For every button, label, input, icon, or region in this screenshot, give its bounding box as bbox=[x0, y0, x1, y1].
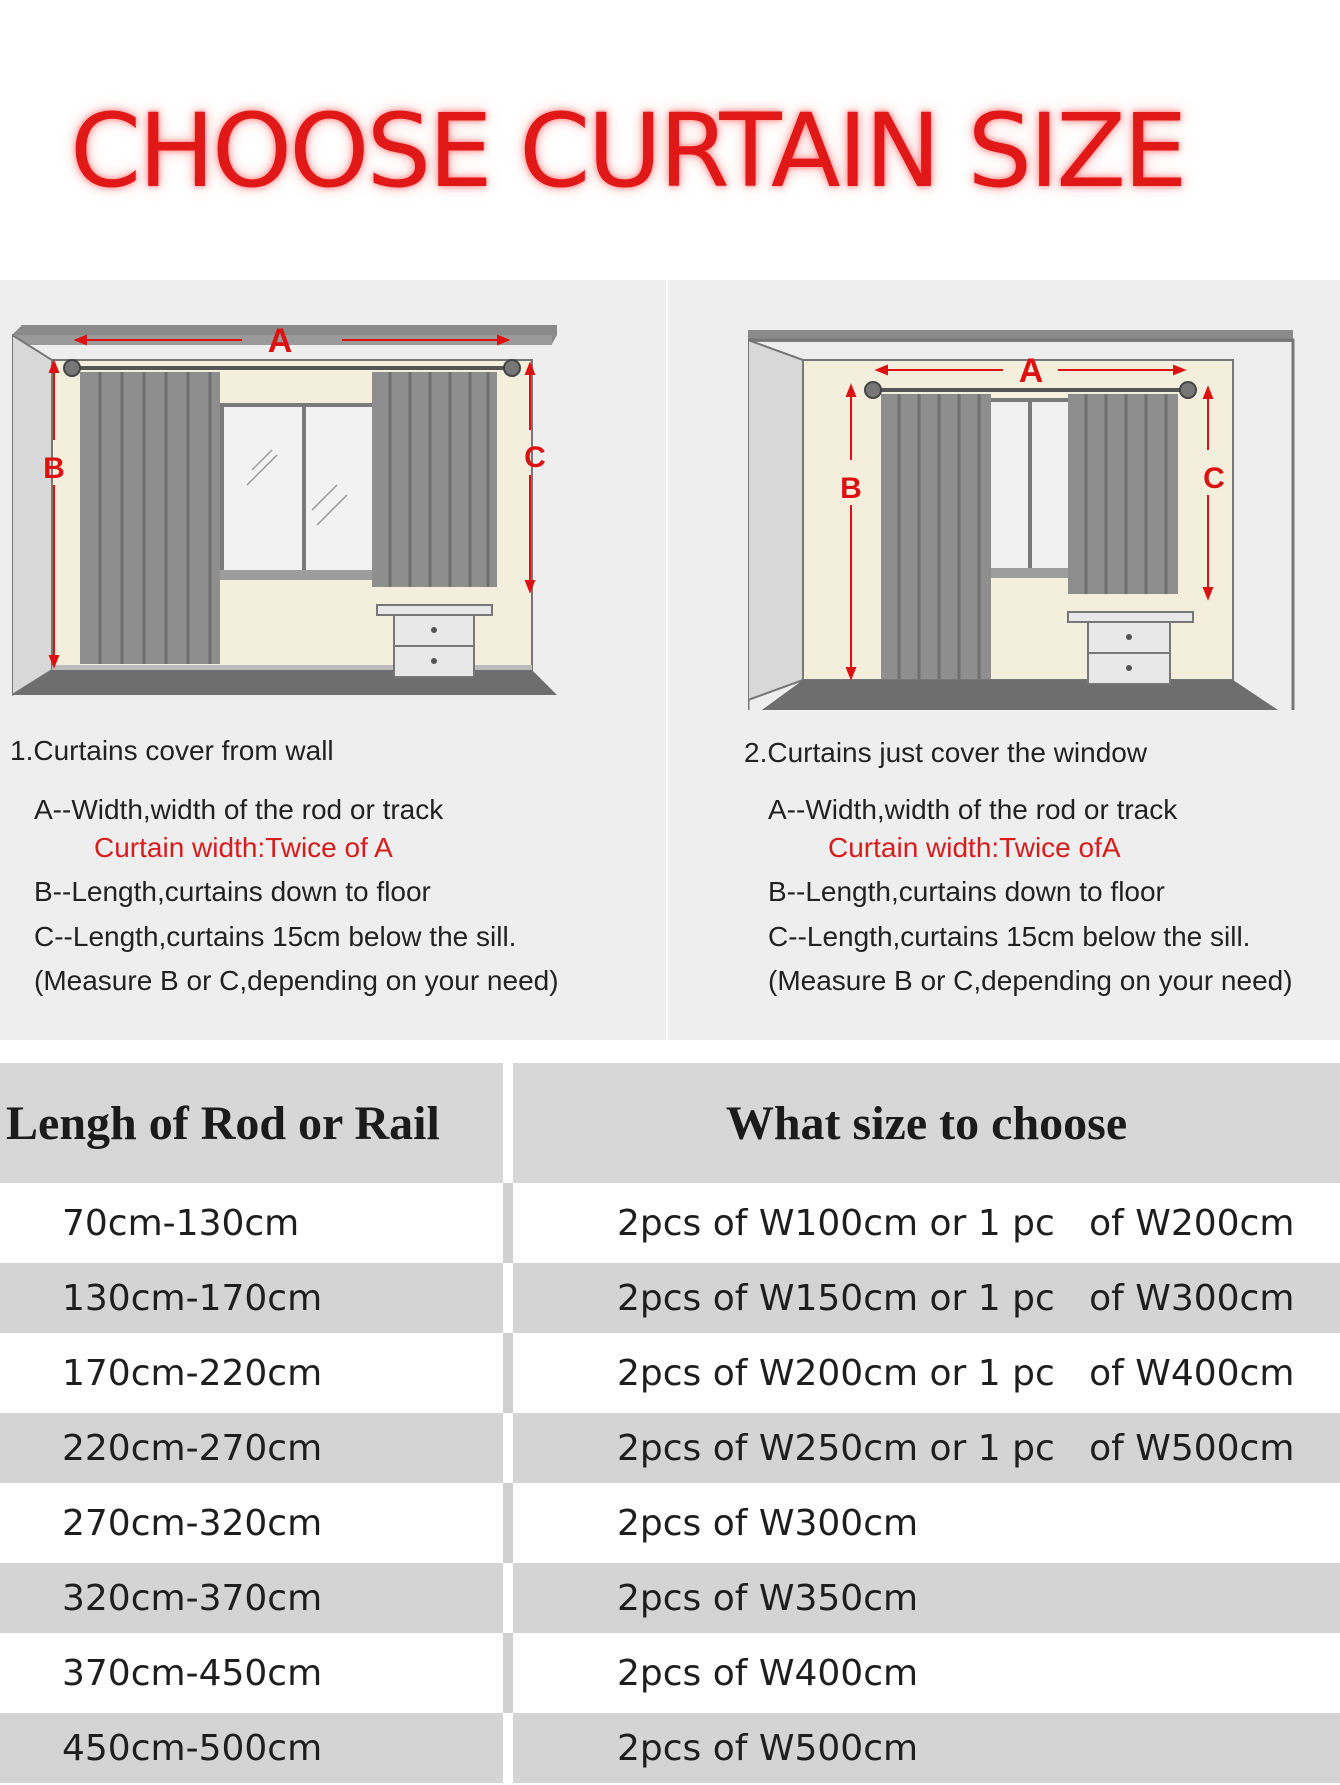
length-b-line: B--Length,curtains down to floor bbox=[34, 876, 431, 907]
size-choice-cell: 2pcs of W250cm or 1 pc of W500cm bbox=[508, 1413, 1340, 1483]
width-line: A--Width,width of the rod or track bbox=[768, 794, 1178, 825]
measure-note: (Measure B or C,depending on your need) bbox=[34, 965, 559, 996]
size-choice-cell: 2pcs of W300cm bbox=[508, 1483, 1340, 1563]
table-row: 170cm-220cm 2pcs of W200cm or 1 pc of W4… bbox=[0, 1333, 1340, 1413]
option-panel-wall: A B C 1.Curtains cover from wall A--Widt… bbox=[0, 280, 666, 1040]
label-b: B bbox=[43, 452, 65, 485]
table-row: 450cm-500cm 2pcs of W500cm bbox=[0, 1713, 1340, 1783]
rod-length-cell: 70cm-130cm bbox=[0, 1183, 513, 1263]
rod-length-cell: 270cm-320cm bbox=[0, 1483, 513, 1563]
table-row: 320cm-370cm 2pcs of W350cm bbox=[0, 1563, 1340, 1633]
size-table: Lengh of Rod or Rail What size to choose… bbox=[0, 1063, 1340, 1783]
rod-length-cell: 450cm-500cm bbox=[0, 1713, 513, 1783]
option-panel-window: A B C 2.Curtains just cover the window A… bbox=[666, 280, 1340, 1040]
table-row: 130cm-170cm 2pcs of W150cm or 1 pc of W3… bbox=[0, 1263, 1340, 1333]
table-row: 270cm-320cm 2pcs of W300cm bbox=[0, 1483, 1340, 1563]
label-c: C bbox=[1203, 462, 1225, 495]
header-size-choice: What size to choose bbox=[508, 1063, 1340, 1183]
width-note: Curtain width:Twice of A bbox=[94, 832, 393, 863]
table-row: 220cm-270cm 2pcs of W250cm or 1 pc of W5… bbox=[0, 1413, 1340, 1483]
rod-length-cell: 170cm-220cm bbox=[0, 1333, 513, 1413]
length-b-line: B--Length,curtains down to floor bbox=[768, 876, 1165, 907]
measure-note: (Measure B or C,depending on your need) bbox=[768, 965, 1293, 996]
size-choice-cell: 2pcs of W200cm or 1 pc of W400cm bbox=[508, 1333, 1340, 1413]
rod-length-cell: 370cm-450cm bbox=[0, 1633, 513, 1713]
option-heading: 1.Curtains cover from wall bbox=[10, 735, 334, 766]
size-choice-cell: 2pcs of W100cm or 1 pc of W200cm bbox=[508, 1183, 1340, 1263]
header-rod-length: Lengh of Rod or Rail bbox=[0, 1063, 513, 1183]
table-row: 370cm-450cm 2pcs of W400cm bbox=[0, 1633, 1340, 1713]
table-row: 70cm-130cm 2pcs of W100cm or 1 pc of W20… bbox=[0, 1183, 1340, 1263]
label-c: C bbox=[524, 441, 546, 474]
page-title: CHOOSE CURTAIN SIZE bbox=[70, 92, 1188, 211]
label-a: A bbox=[268, 322, 293, 360]
width-note: Curtain width:Twice ofA bbox=[828, 832, 1121, 863]
rod-length-cell: 130cm-170cm bbox=[0, 1263, 513, 1333]
length-c-line: C--Length,curtains 15cm below the sill. bbox=[34, 921, 517, 952]
option-heading: 2.Curtains just cover the window bbox=[744, 737, 1148, 768]
window-curtain-diagram: A B C bbox=[748, 330, 1295, 710]
size-choice-cell: 2pcs of W500cm bbox=[508, 1713, 1340, 1783]
size-choice-cell: 2pcs of W350cm bbox=[508, 1563, 1340, 1633]
size-choice-cell: 2pcs of W400cm bbox=[508, 1633, 1340, 1713]
table-header-row: Lengh of Rod or Rail What size to choose bbox=[0, 1063, 1340, 1183]
length-c-line: C--Length,curtains 15cm below the sill. bbox=[768, 921, 1251, 952]
label-a: A bbox=[1019, 352, 1044, 390]
width-line: A--Width,width of the rod or track bbox=[34, 794, 444, 825]
label-b: B bbox=[840, 472, 862, 505]
size-choice-cell: 2pcs of W150cm or 1 pc of W300cm bbox=[508, 1263, 1340, 1333]
rod-length-cell: 220cm-270cm bbox=[0, 1413, 513, 1483]
rod-length-cell: 320cm-370cm bbox=[0, 1563, 513, 1633]
wall-curtain-diagram: A B C bbox=[12, 322, 557, 697]
